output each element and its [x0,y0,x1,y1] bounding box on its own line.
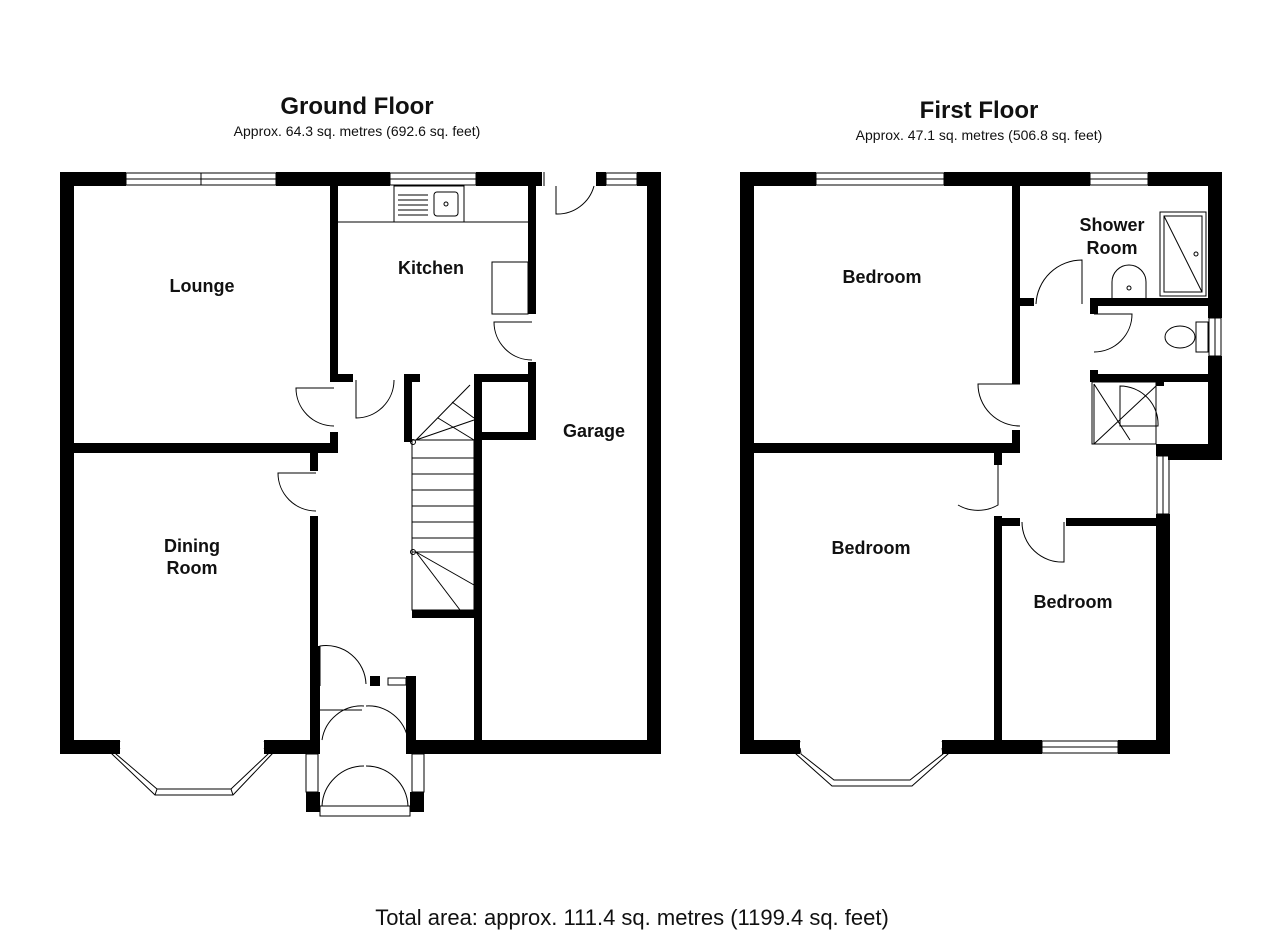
ground-floor-bay-window [111,740,273,796]
first-floor-room-labels: Bedroom Shower Room Bedroom Bedroom [831,215,1144,612]
first-floor-windows [815,172,1222,754]
room-label-bedroom-3: Bedroom [1033,592,1112,612]
first-floor-doors [957,259,1159,563]
total-area-text: Total area: approx. 111.4 sq. metres (11… [375,905,889,930]
ground-floor-porch [305,677,425,817]
room-label-shower-line1: Shower [1079,215,1144,235]
ground-floor-outer-walls [60,172,661,754]
first-floor-internal-walls [754,186,1208,740]
ground-floor-doors [277,172,595,807]
room-label-dining-line2: Room [167,558,218,578]
first-floor-area: Approx. 47.1 sq. metres (506.8 sq. feet) [856,127,1103,143]
ground-floor-area: Approx. 64.3 sq. metres (692.6 sq. feet) [234,123,481,139]
ground-floor-title: Ground Floor [280,93,433,120]
first-floor-outer-walls [740,172,1222,754]
room-label-lounge: Lounge [170,276,235,296]
room-label-dining-line1: Dining [164,536,220,556]
ground-floor-plan: Ground Floor Approx. 64.3 sq. metres (69… [60,93,661,817]
ground-floor-room-labels: Lounge Kitchen Garage Dining Room [164,258,625,578]
first-floor-stair-void [1091,381,1157,445]
ground-floor-stairs [410,384,475,611]
first-floor-plan: First Floor Approx. 47.1 sq. metres (506… [740,97,1222,787]
room-label-bedroom-2: Bedroom [831,538,910,558]
kitchen-units [338,185,529,315]
room-label-garage: Garage [563,421,625,441]
room-label-bedroom-1: Bedroom [842,267,921,287]
room-label-shower-line2: Room [1087,238,1138,258]
first-floor-bay-window [795,740,949,787]
ground-floor-windows [125,172,638,186]
shower-room-fixtures [1111,211,1209,353]
ground-floor-internal-walls [74,186,536,754]
first-floor-title: First Floor [920,97,1039,124]
room-label-kitchen: Kitchen [398,258,464,278]
